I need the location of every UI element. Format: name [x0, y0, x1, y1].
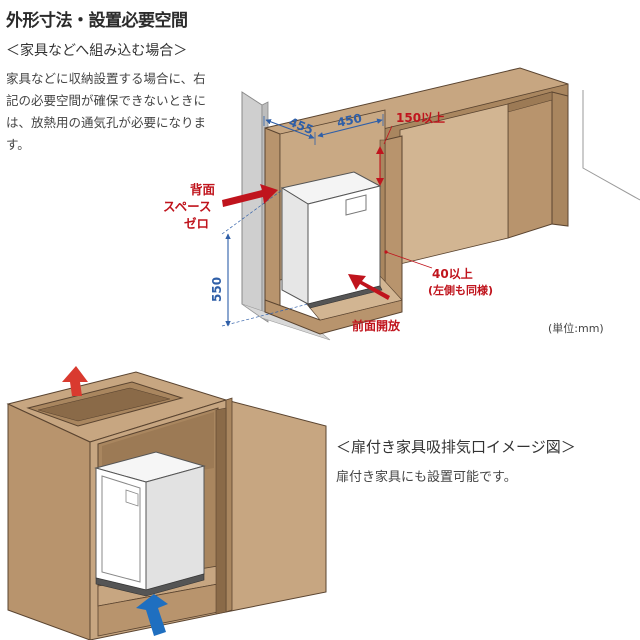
cabinet-door: [225, 399, 327, 613]
back-space-label-2: スペース: [163, 199, 212, 214]
refrigerator: [280, 171, 383, 309]
cabinet-diagram: [6, 366, 327, 640]
cabinet-caption-text: 扉付き家具にも設置可能です。: [336, 470, 517, 485]
back-space-label-3: ゼロ: [184, 216, 209, 231]
unit-note: (単位:mm): [548, 322, 604, 335]
builtin-furniture-diagram: 455 450 550 150以上 40以上 (左側も同様) 背面 スペース ゼ…: [163, 67, 640, 341]
front-open-arrow: [348, 274, 390, 300]
exhaust-arrow: [62, 366, 88, 396]
room-wall-line: [582, 90, 640, 201]
intake-arrow: [136, 594, 168, 636]
top-clearance-value: 150以上: [396, 110, 445, 125]
back-space-label-1: 背面: [190, 182, 216, 197]
page-title: 外形寸法・設置必要空間: [6, 11, 188, 31]
height-value: 550: [210, 277, 224, 302]
depth-dimension-line: [265, 119, 315, 139]
refrigerator-handle: [345, 194, 367, 216]
dimension-lines: [221, 114, 433, 327]
counter-right-leg: [507, 91, 553, 239]
front-open-label: 前面開放: [352, 318, 401, 333]
section-subtitle: ＜家具などへ組み込む場合＞: [6, 43, 188, 59]
cabinet-caption-title: ＜扉付き家具吸排気口イメージ図＞: [336, 438, 576, 456]
width-value: 450: [336, 111, 363, 130]
back-space-arrow: [222, 184, 278, 207]
niche-right-panel: [384, 135, 403, 301]
side-clearance-leader: [385, 251, 433, 269]
niche-left-panel: [264, 127, 281, 314]
cabinet-refrigerator: [94, 451, 206, 597]
side-clearance-note: (左側も同様): [428, 283, 493, 297]
cabinet-refrigerator-handle: [125, 489, 139, 507]
back-wall-panel: [241, 91, 263, 319]
description-text: 家具などに収納設置する場合に、右記の必要空間が確保できないときには、放熱用の通気…: [6, 71, 207, 152]
width-dimension-line: [317, 118, 383, 138]
side-clearance-value: 40以上: [432, 266, 473, 281]
cabinet-left-side: [7, 403, 91, 640]
